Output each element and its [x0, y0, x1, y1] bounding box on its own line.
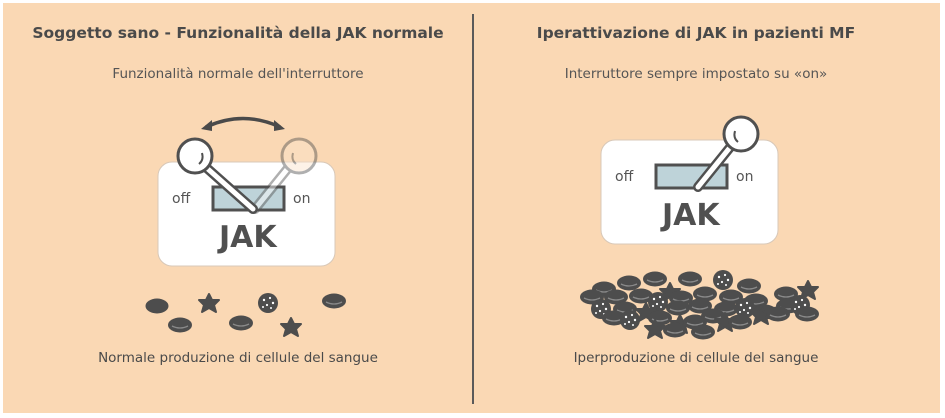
right-title: Iperattivazione di JAK in pazienti MF — [536, 24, 856, 42]
lever-off-icon — [176, 137, 258, 214]
right-on-label: on — [736, 169, 753, 185]
lever-on-icon — [693, 115, 760, 192]
left-jak-label: JAK — [217, 220, 278, 255]
right-caption: Iperproduzione di cellule del sangue — [573, 350, 819, 366]
left-title: Soggetto sano - Funzionalità della JAK n… — [32, 24, 444, 42]
left-off-label: off — [172, 191, 191, 207]
lever-on-ghost-icon — [250, 137, 318, 214]
right-off-label: off — [615, 169, 634, 185]
toggle-arrow-icon — [201, 116, 285, 131]
right-subtitle: Interruttore sempre impostato su «on» — [564, 66, 828, 82]
left-switch: off on JAK — [157, 116, 336, 267]
right-switch: off on JAK — [600, 115, 779, 245]
left-caption: Normale produzione di cellule del sangue — [98, 350, 378, 366]
left-subtitle: Funzionalità normale dell'interruttore — [112, 66, 364, 82]
left-on-label: on — [293, 191, 310, 207]
right-jak-label: JAK — [660, 198, 721, 233]
panel-divider — [472, 14, 474, 404]
